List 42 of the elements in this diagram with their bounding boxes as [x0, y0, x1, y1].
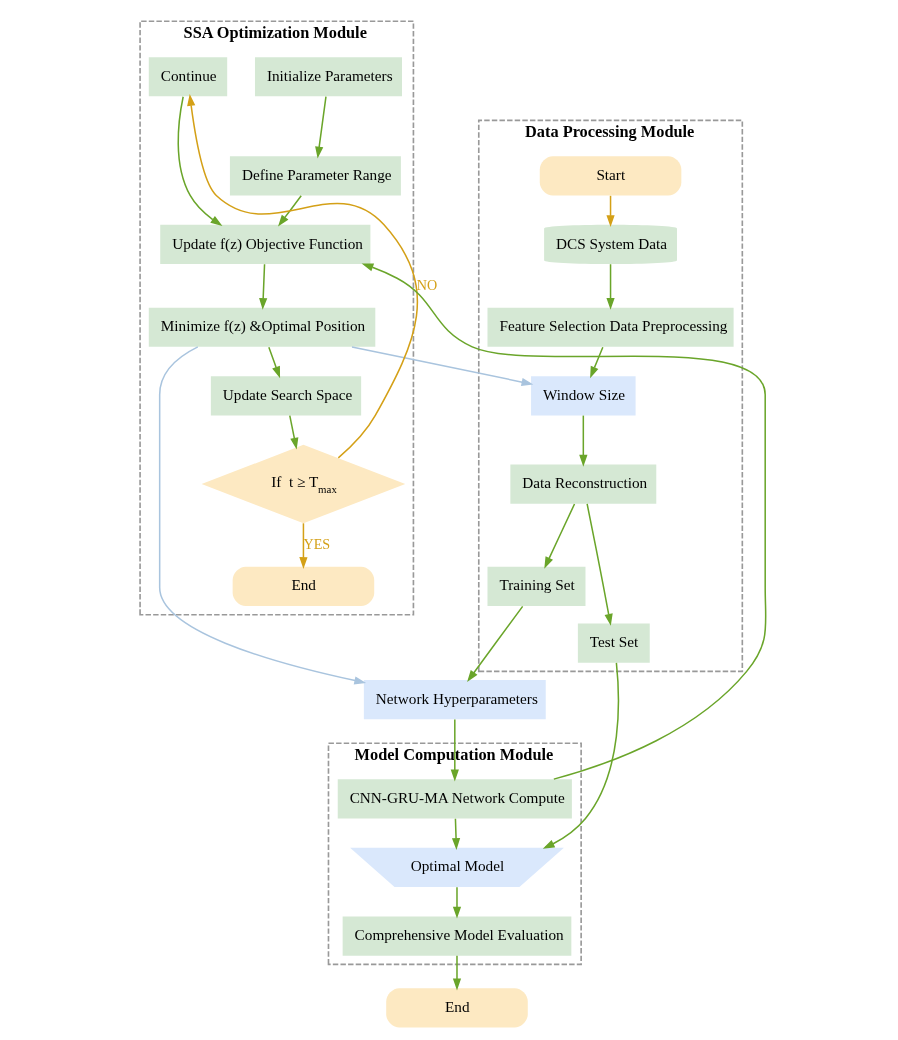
node-box: End: [386, 988, 528, 1028]
arrow: [579, 414, 588, 467]
arrow: [158, 346, 367, 685]
node-box: Start: [539, 156, 682, 196]
node-box: Continue: [148, 57, 228, 97]
node-box: Training Set: [487, 566, 586, 607]
arrow: [606, 195, 615, 227]
arrow: [289, 414, 299, 450]
node-box: Initialize Parameters: [254, 57, 402, 97]
node-box: Define Parameter Range: [229, 156, 401, 196]
arrow: [259, 263, 268, 310]
node-box: Window Size: [531, 376, 636, 416]
node-box: End: [232, 566, 375, 607]
arrow: [187, 94, 419, 459]
arrow: [299, 522, 308, 569]
arrow: [586, 503, 613, 626]
arrow: [452, 955, 462, 991]
node-box: Minimize f(z) &Optimal Position: [148, 307, 376, 347]
arrow: [467, 605, 524, 682]
arrow: [268, 346, 281, 379]
node-box: Data Reconstruction: [510, 464, 657, 504]
edge-label: NO: [416, 276, 438, 293]
arrow: [606, 263, 615, 310]
node-box: Feature Selection Data Preprocessing: [487, 307, 734, 347]
node-box: Comprehensive Model Evaluation: [342, 916, 572, 956]
arrow: [451, 818, 461, 850]
arrow: [590, 346, 604, 379]
arrow: [278, 195, 302, 227]
arrow: [315, 95, 327, 159]
node-box: Update f(z) Objective Function: [160, 224, 371, 265]
arrow: [177, 96, 223, 226]
edge-label: YES: [303, 535, 331, 552]
node-box: Test Set: [577, 623, 650, 663]
arrow: [544, 503, 576, 569]
node-box: Network Hyperparameters: [363, 680, 546, 720]
node-diamond: If t ≥ T$_{max}$: [201, 444, 406, 524]
arrow: [452, 886, 462, 919]
node-box: CNN-GRU-MA Network Compute: [337, 779, 572, 819]
node-box: Update Search Space: [210, 376, 362, 416]
arrow: [542, 662, 620, 849]
arrow: [450, 718, 459, 782]
arrow: [351, 346, 534, 387]
